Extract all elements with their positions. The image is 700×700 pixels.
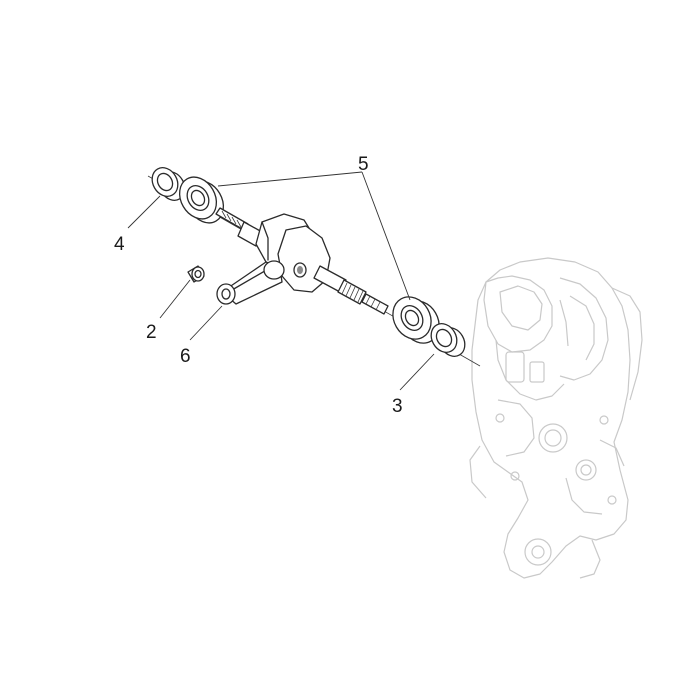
- oil-seal-left: [151, 167, 186, 201]
- callout-3: 3: [392, 396, 403, 417]
- callout-4: 4: [114, 234, 125, 255]
- crankshaft: [215, 207, 389, 315]
- crankcase-ghost-outline: [469, 257, 643, 579]
- callout-2: 2: [146, 322, 157, 343]
- main-bearing-right: [392, 296, 440, 344]
- main-bearing-left: [178, 176, 225, 224]
- oil-seal-right: [430, 323, 466, 357]
- connecting-rod: [216, 260, 285, 305]
- leader-lines: [127, 171, 435, 391]
- callout-6: 6: [180, 346, 191, 367]
- small-end-bearing: [187, 265, 205, 283]
- callout-5: 5: [358, 154, 369, 175]
